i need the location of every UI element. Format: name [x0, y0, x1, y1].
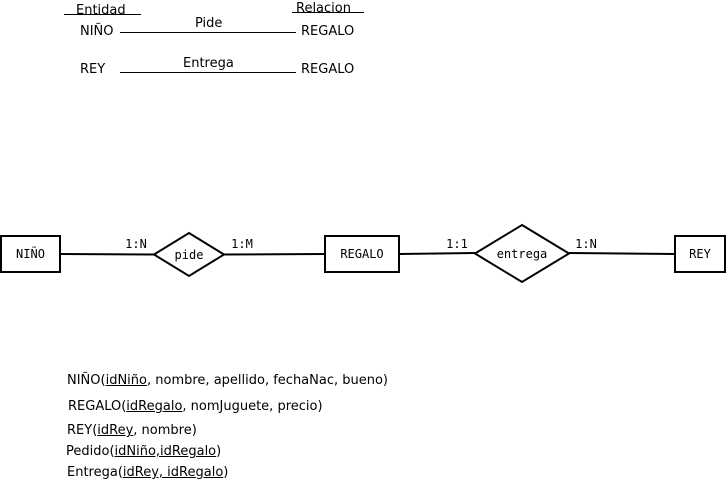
legend-row-1-from: NIÑO	[80, 24, 114, 39]
cardinality-nino-pide: 1:N	[125, 237, 147, 251]
schema-line-regalo: REGALO(idRegalo, nomJuguete, precio)	[68, 399, 323, 414]
legend-row-2-line	[120, 72, 296, 73]
schema-line-nino: NIÑO(idNiño, nombre, apellido, fechaNac,…	[67, 373, 388, 388]
schema-regalo-name: REGALO(	[68, 399, 127, 414]
legend-row-2-to: REGALO	[301, 62, 355, 77]
relationship-entrega-label: entrega	[497, 247, 548, 261]
schema-pedido-name: Pedido(	[66, 444, 115, 459]
relationship-entrega-diamond	[473, 223, 571, 284]
schema-pedido-attributes: )	[216, 444, 222, 459]
entity-rey-label: REY	[689, 247, 711, 261]
schema-line-pedido: Pedido(idNiño,idRegalo)	[66, 444, 221, 459]
schema-regalo-key: idRegalo	[126, 399, 183, 414]
schema-nino-attributes: , nombre, apellido, fechaNac, bueno)	[147, 373, 389, 388]
schema-entrega-name: Entrega(	[67, 465, 123, 480]
schema-rey-name: REY(	[67, 423, 98, 438]
legend-relation-underline	[292, 12, 364, 13]
cardinality-pide-regalo: 1:M	[231, 237, 253, 251]
cardinality-regalo-entrega: 1:1	[446, 237, 468, 251]
schema-line-entrega: Entrega(idRey, idRegalo)	[67, 465, 228, 480]
entity-nino-label: NIÑO	[16, 246, 45, 261]
legend-row-1-relation: Pide	[195, 16, 223, 31]
schema-regalo-attributes: , nomJuguete, precio)	[182, 399, 323, 414]
entity-regalo-box	[324, 235, 400, 273]
schema-pedido-key: idNiño,idRegalo	[114, 444, 217, 459]
schema-rey-key: idRey	[97, 423, 134, 438]
connector-regalo-entrega	[398, 252, 476, 255]
cardinality-entrega-rey: 1:N	[575, 237, 597, 251]
entity-rey-box	[674, 235, 726, 273]
connector-pide-regalo	[223, 253, 326, 256]
schema-rey-attributes: , nombre)	[133, 423, 197, 438]
legend-entity-underline	[64, 14, 141, 15]
legend-row-1-line	[120, 32, 296, 33]
schema-entrega-attributes: )	[223, 465, 229, 480]
schema-line-rey: REY(idRey, nombre)	[67, 423, 197, 438]
schema-nino-key: idNiño	[105, 373, 147, 388]
entity-regalo-label: REGALO	[340, 247, 383, 261]
legend-row-2-relation: Entrega	[183, 56, 234, 71]
schema-entrega-key: idRey, idRegalo	[122, 465, 224, 480]
relationship-pide-diamond	[152, 231, 226, 278]
legend-row-1-to: REGALO	[301, 24, 355, 39]
connector-entrega-rey	[568, 252, 676, 255]
connector-nino-pide	[59, 253, 155, 256]
relationship-pide-label: pide	[175, 248, 204, 262]
schema-nino-name: NIÑO(	[67, 373, 106, 388]
legend-row-2-from: REY	[80, 62, 106, 77]
entity-nino-box	[0, 235, 61, 273]
